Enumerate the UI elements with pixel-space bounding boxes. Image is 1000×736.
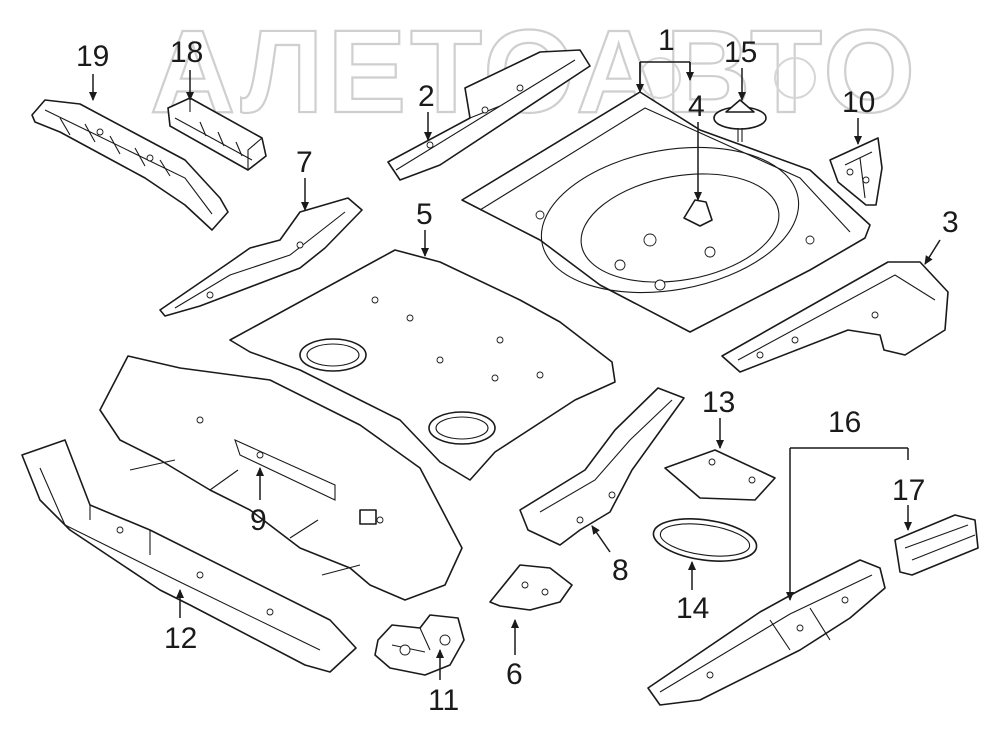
callout-19: 19 <box>76 40 109 73</box>
part-6-plate <box>489 564 573 611</box>
callout-17: 17 <box>892 474 925 507</box>
callout-8: 8 <box>612 554 629 587</box>
callout-6: 6 <box>506 658 523 691</box>
part-15-spare-tire-clamp <box>713 99 767 142</box>
part-9-rear-cross-panel <box>99 355 463 601</box>
callout-7: 7 <box>296 146 313 179</box>
part-13-cover-plate <box>664 449 776 501</box>
part-7-cross-member <box>159 197 363 317</box>
callout-3: 3 <box>942 206 959 239</box>
callout-9: 9 <box>250 504 267 537</box>
callout-13: 13 <box>702 386 735 419</box>
part-10-bracket <box>829 137 883 206</box>
part-19-side-member <box>31 99 229 231</box>
callout-10: 10 <box>842 86 875 119</box>
part-14-seal-ring <box>652 518 758 562</box>
callout-2: 2 <box>418 80 435 113</box>
callout-12: 12 <box>164 622 197 655</box>
part-12-rear-end-panel <box>21 439 357 673</box>
part-16-rear-side-member <box>647 559 886 706</box>
callout-11: 11 <box>428 684 459 717</box>
part-1-spare-wheel-well-pan <box>461 91 871 333</box>
callout-5: 5 <box>416 198 433 231</box>
part-17-rail-reinforcement <box>894 514 979 576</box>
callout-15: 15 <box>724 36 757 69</box>
callout-1: 1 <box>658 24 675 57</box>
callout-18: 18 <box>170 36 203 69</box>
part-5-rear-floor-panel <box>229 249 616 481</box>
part-11-mount-bracket <box>374 614 465 676</box>
callout-16: 16 <box>828 406 861 439</box>
callout-4: 4 <box>688 90 705 123</box>
part-2-reinforcement <box>387 49 591 181</box>
part-3-rear-reinforcement <box>721 261 949 373</box>
callout-14: 14 <box>676 592 709 625</box>
part-8-side-extension <box>519 387 685 546</box>
callouts: 19 18 2 1 4 15 10 3 7 5 9 12 11 6 8 13 1… <box>76 24 959 717</box>
part-4-hook <box>683 199 713 227</box>
leader-lines <box>89 61 941 680</box>
